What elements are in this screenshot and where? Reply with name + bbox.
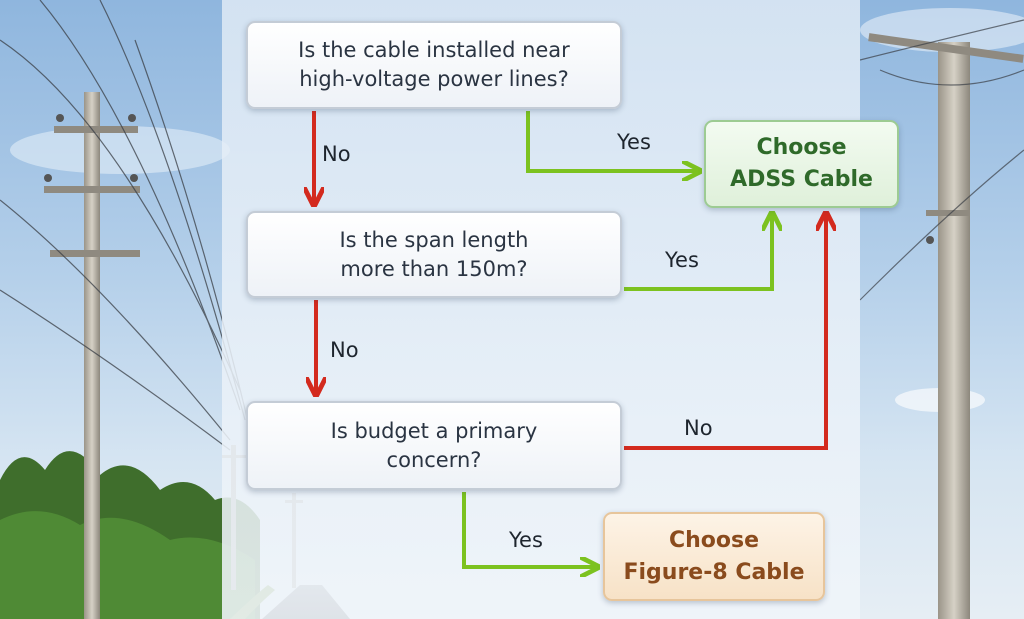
label-q2-yes: Yes [665, 248, 699, 272]
result-adss-cable: Choose ADSS Cable [704, 120, 899, 208]
arrow-q3-yes [462, 492, 596, 567]
result-figure-8-cable: Choose Figure-8 Cable [603, 512, 825, 601]
label-q1-no: No [322, 142, 351, 166]
arrow-q1-yes [526, 111, 698, 171]
label-q2-no: No [330, 338, 359, 362]
label-q3-no: No [684, 416, 713, 440]
question-span-length: Is the span length more than 150m? [246, 211, 622, 298]
question-budget: Is budget a primary concern? [246, 401, 622, 490]
label-q3-yes: Yes [509, 528, 543, 552]
arrow-q3-no [624, 215, 826, 450]
label-q1-yes: Yes [617, 130, 651, 154]
arrow-q2-yes [624, 215, 772, 291]
question-high-voltage: Is the cable installed near high-voltage… [246, 21, 622, 109]
